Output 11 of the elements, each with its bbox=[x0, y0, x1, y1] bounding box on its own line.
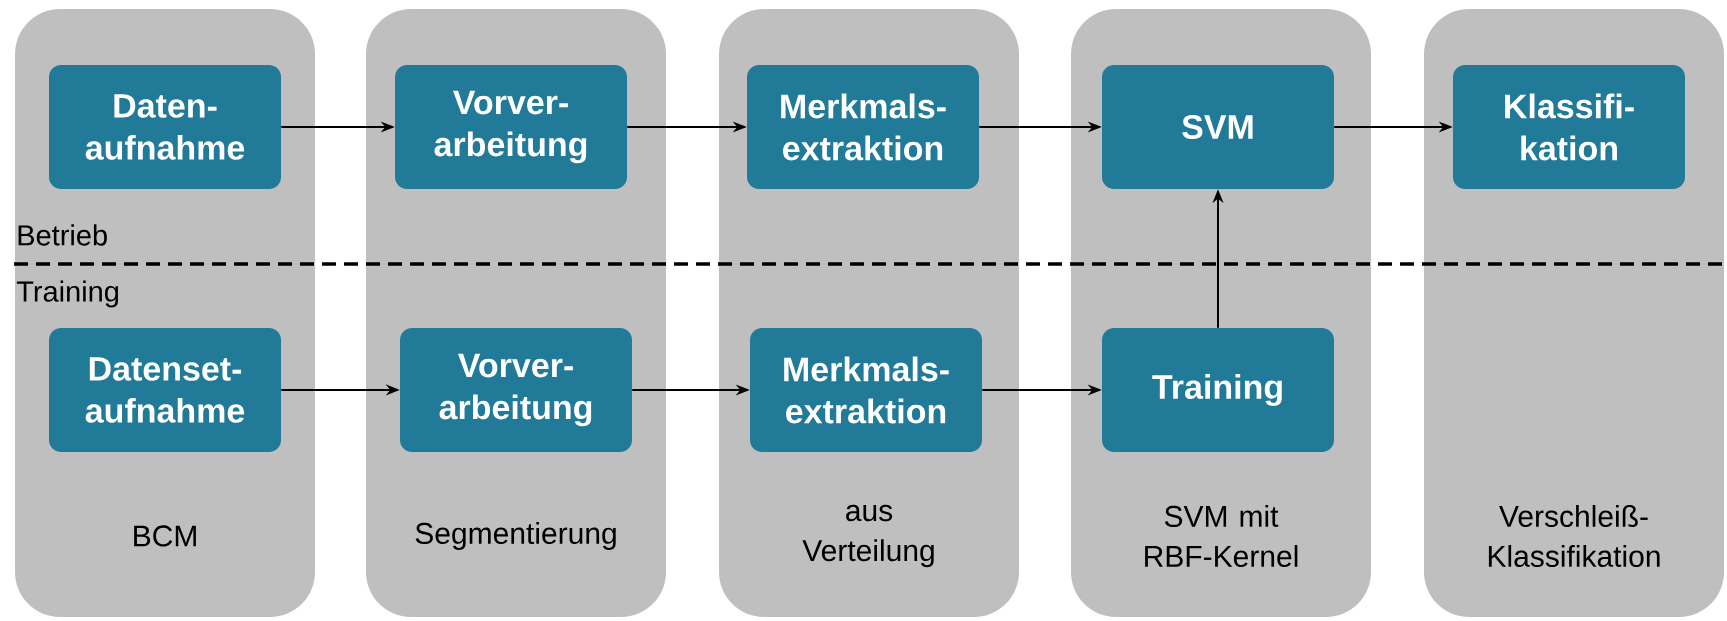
process-box: Datenset- aufnahme bbox=[49, 328, 281, 452]
process-box: Vorver- arbeitung bbox=[400, 328, 632, 452]
process-box: Vorver- arbeitung bbox=[395, 65, 627, 189]
process-box: Merkmals- extraktion bbox=[750, 328, 982, 452]
process-box: Merkmals- extraktion bbox=[747, 65, 979, 189]
section-label: Training bbox=[16, 280, 119, 308]
process-box: SVM bbox=[1102, 65, 1334, 189]
section-label: Betrieb bbox=[18, 224, 107, 246]
process-box: Klassifi- kation bbox=[1453, 65, 1685, 189]
process-box: Training bbox=[1102, 328, 1334, 452]
process-box: Daten- aufnahme bbox=[49, 65, 281, 189]
